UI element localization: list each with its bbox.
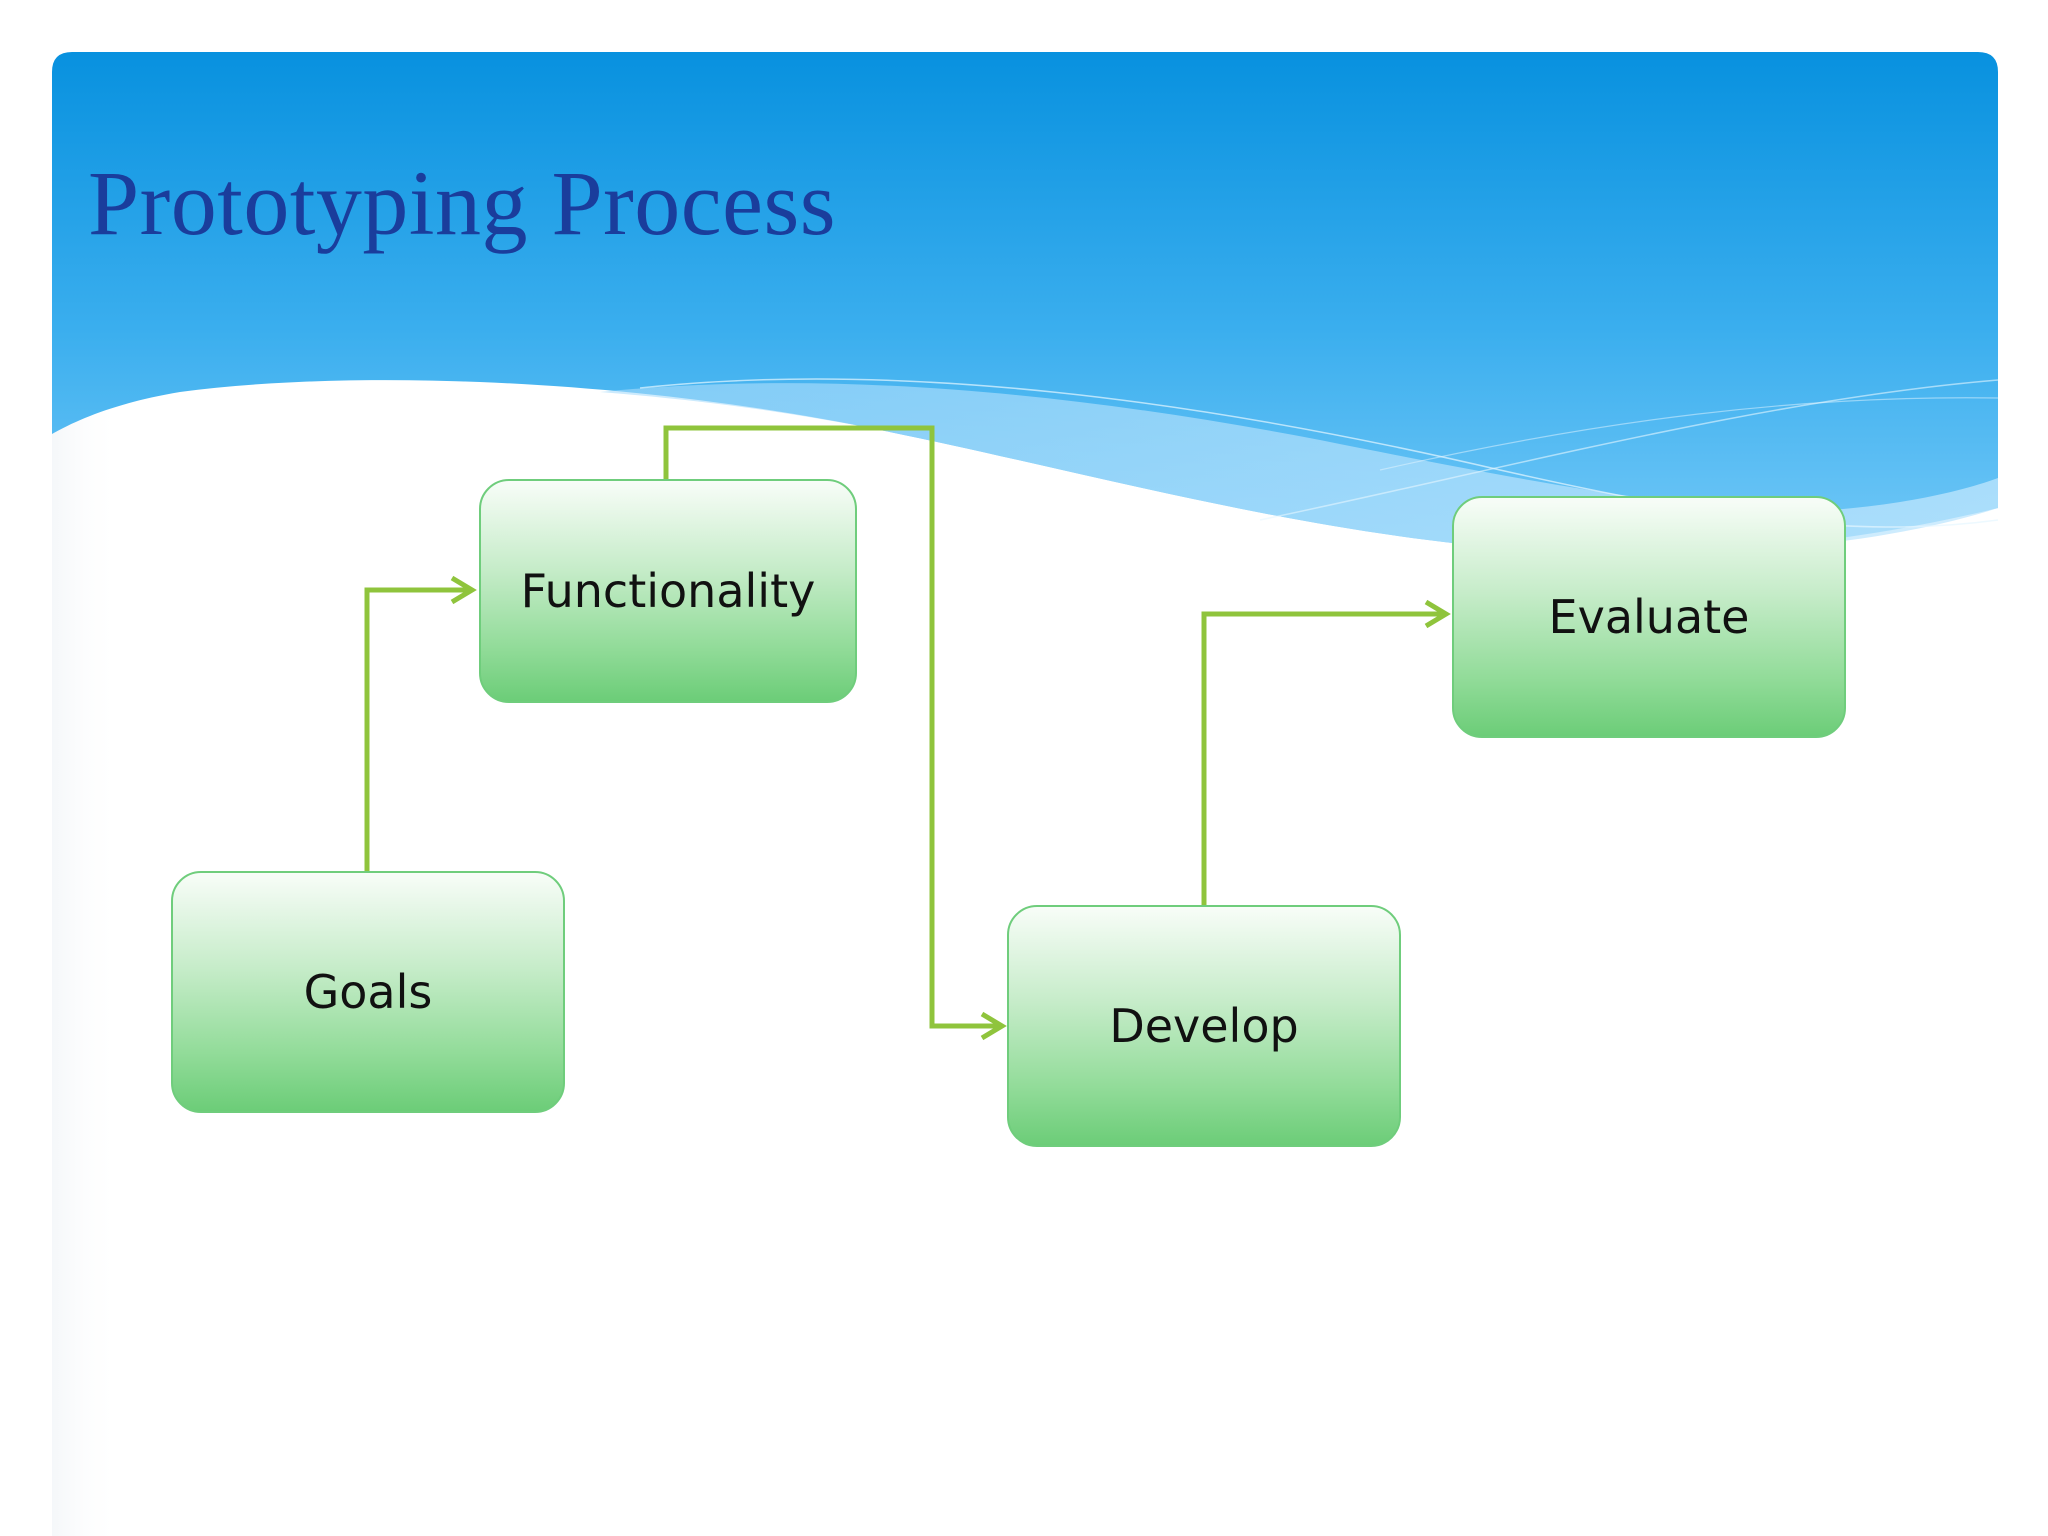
- node-functionality[interactable]: Functionality: [479, 479, 857, 703]
- node-develop-label: Develop: [1109, 999, 1299, 1053]
- node-evaluate[interactable]: Evaluate: [1452, 496, 1846, 738]
- node-goals-label: Goals: [303, 965, 433, 1019]
- slide-title: Prototyping Process: [88, 152, 837, 254]
- node-goals[interactable]: Goals: [171, 871, 565, 1113]
- node-evaluate-label: Evaluate: [1548, 590, 1750, 644]
- node-functionality-label: Functionality: [520, 564, 816, 618]
- node-develop[interactable]: Develop: [1007, 905, 1401, 1147]
